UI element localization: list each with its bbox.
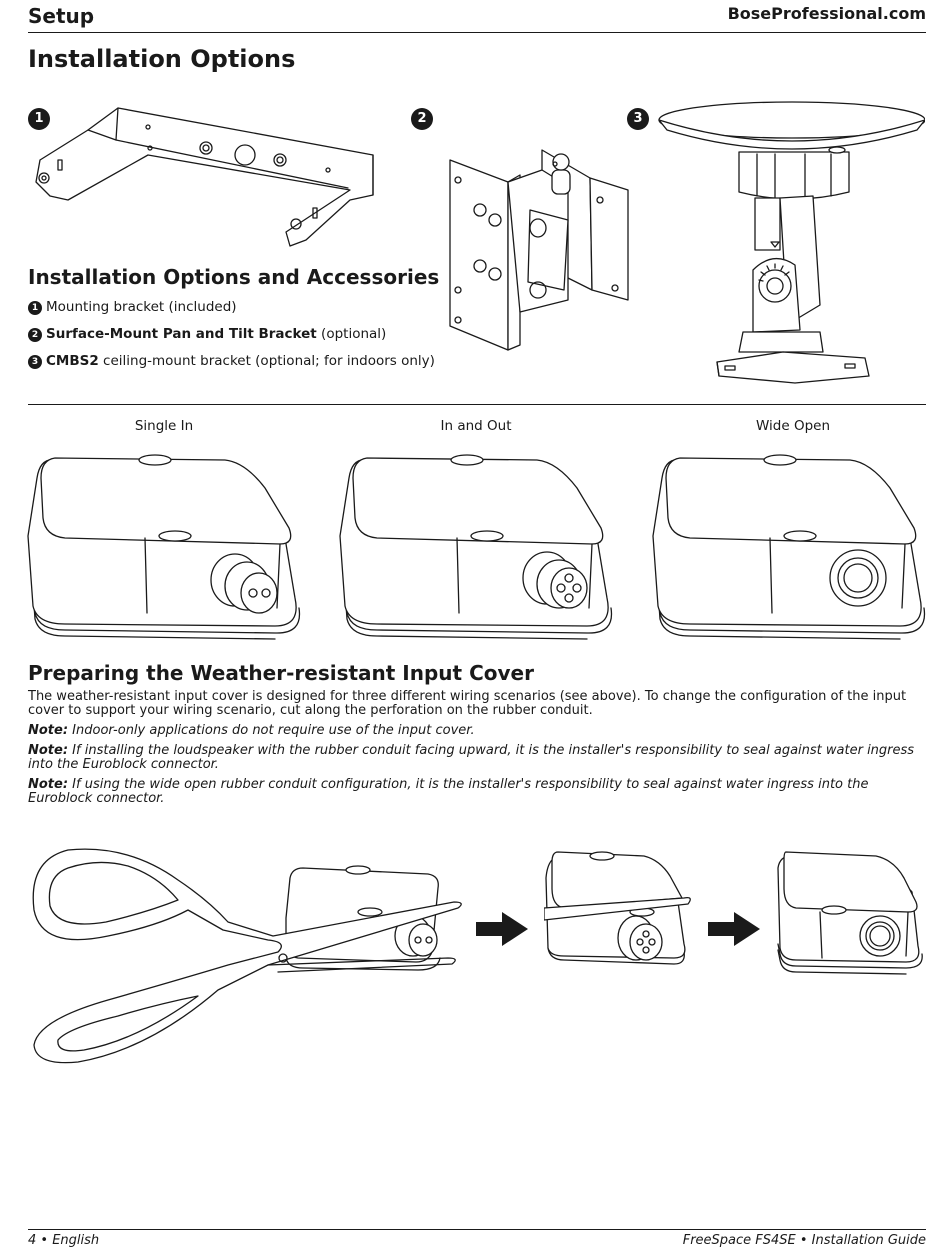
site-name: BoseProfessional.com: [727, 4, 926, 23]
page-title: Installation Options: [28, 45, 296, 73]
note-indoor: Note: Indoor-only applications do not re…: [28, 723, 475, 738]
caption-single-in: Single In: [134, 418, 194, 434]
section-title: Setup: [28, 4, 95, 28]
input-cover-wide-open: [652, 454, 926, 640]
footer-rule: [28, 1229, 926, 1230]
option-badge-3: 3: [627, 108, 649, 130]
option-badge-1: 1: [28, 108, 50, 130]
header-rule: [28, 32, 926, 33]
wide-open-result-illustration: [777, 851, 923, 975]
note-wide-open: Note: If using the wide open rubber cond…: [28, 777, 869, 806]
ceiling-mount-bracket-illustration: [658, 101, 925, 384]
document-title: FreeSpace FS4SE • Installation Guide: [682, 1233, 926, 1248]
weather-cover-body: The weather-resistant input cover is des…: [28, 689, 907, 718]
number-badge: 1: [28, 301, 42, 315]
weather-cover-heading: Preparing the Weather-resistant Input Co…: [28, 661, 534, 685]
note-conduit-upward: Note: If installing the loudspeaker with…: [28, 743, 915, 772]
number-badge: 3: [28, 355, 42, 369]
arrow-right-icon: [476, 912, 528, 946]
section-divider: [28, 404, 926, 405]
number-badge: 2: [28, 328, 42, 342]
input-cover-in-and-out: [339, 454, 613, 640]
page-number: 4 • English: [28, 1233, 100, 1248]
option-badge-2: 2: [411, 108, 433, 130]
accessories-heading: Installation Options and Accessories: [28, 265, 440, 289]
caption-wide-open: Wide Open: [755, 418, 831, 434]
pan-tilt-bracket-illustration: [449, 149, 629, 351]
arrow-right-icon: [708, 912, 760, 946]
mounting-bracket-illustration: [35, 107, 374, 247]
input-cover-single-in: [27, 454, 301, 640]
scissors-cutting-illustration: [32, 848, 462, 1064]
cut-conduit-illustration: [544, 851, 691, 965]
caption-in-and-out: In and Out: [440, 418, 512, 434]
